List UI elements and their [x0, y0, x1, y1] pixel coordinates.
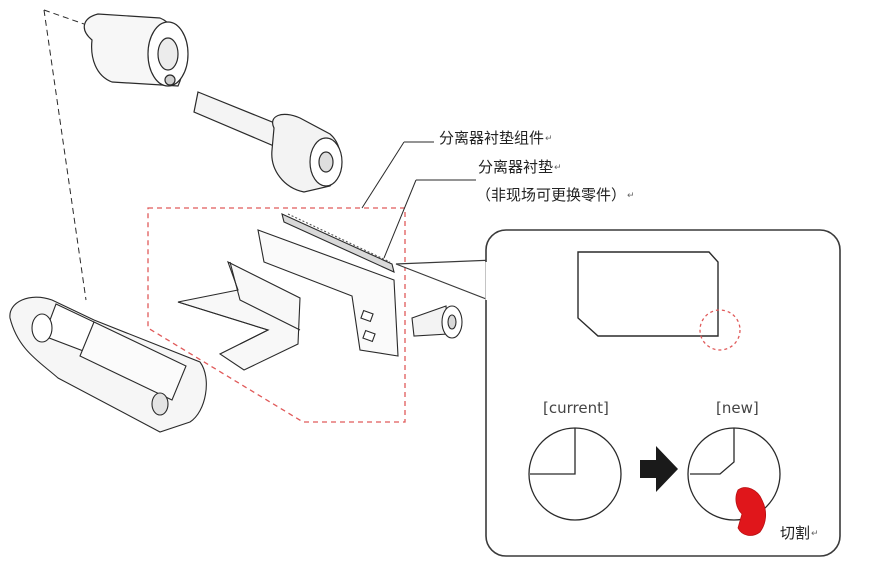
- assembly-callout-boundary: [147, 207, 406, 423]
- leader-dashed-line: [43, 9, 87, 301]
- pointing-hand-icon: [735, 487, 766, 536]
- assembly-label-text: 分离器衬垫组件: [439, 129, 545, 147]
- current-corner-diagram: [528, 427, 622, 521]
- screw: [411, 305, 463, 339]
- pad-label-leader-diag: [383, 179, 417, 259]
- leader-dashed-line-top: [43, 9, 85, 25]
- cut-label: 切割↵: [780, 524, 819, 543]
- pickup-roller: [83, 13, 343, 193]
- new-label: [new]: [716, 399, 759, 417]
- pad-note-text: （非现场可更换零件）: [476, 186, 627, 204]
- paragraph-mark: ↵: [554, 162, 562, 173]
- paragraph-mark: ↵: [627, 190, 635, 201]
- separator-pad-detail: [577, 251, 719, 337]
- assembly-label-leader-diag: [361, 141, 405, 209]
- right-arrow-icon: [640, 446, 678, 492]
- paragraph-mark: ↵: [545, 133, 553, 144]
- paragraph-mark: ↵: [811, 528, 819, 539]
- new-corner-diagram: [687, 427, 781, 521]
- separator-pad-assembly: [177, 213, 399, 371]
- pad-label-text: 分离器衬垫: [478, 158, 554, 176]
- cut-corner-highlight: [699, 309, 741, 351]
- pad-note-label: （非现场可更换零件）↵: [476, 186, 635, 205]
- current-label: [current]: [543, 399, 609, 417]
- cut-label-text: 切割: [780, 524, 811, 542]
- detail-connector: [395, 259, 495, 303]
- pad-label: 分离器衬垫↵: [478, 158, 562, 177]
- assembly-label: 分离器衬垫组件↵: [439, 129, 553, 148]
- paper-feed-unit: [9, 296, 207, 433]
